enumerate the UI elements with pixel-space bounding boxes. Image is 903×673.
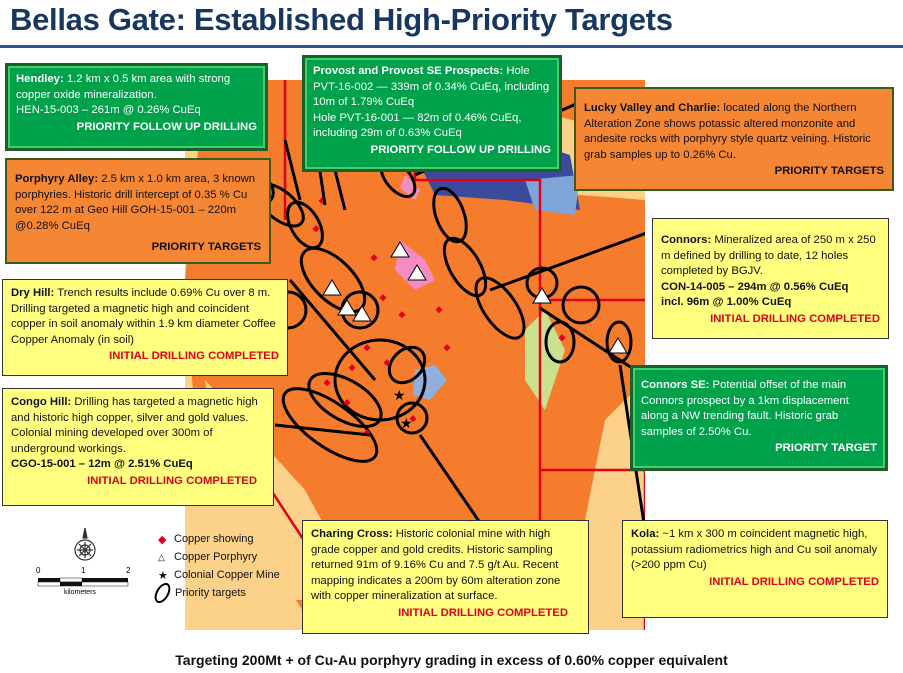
callout-status: INITIAL DRILLING COMPLETED — [709, 575, 879, 588]
callout-name: Connors SE: — [641, 379, 710, 391]
callout-status: PRIORITY TARGETS — [151, 241, 261, 253]
callout-name: Kola: — [631, 528, 660, 540]
callout-name: Porphyry Alley: — [15, 173, 99, 185]
callout-text: 1.2 km x 0.5 km area with strong copper … — [16, 73, 231, 101]
callout-text: ~1 km x 300 m coincident magnetic high, … — [631, 528, 878, 571]
legend-item-copper-showing: ◆ Copper showing — [158, 530, 280, 548]
lucky-valley-callout: Lucky Valley and Charlie: located along … — [574, 87, 894, 191]
callout-result: CGO-15-001 – 12m @ 2.51% CuEq — [11, 458, 193, 470]
porphyry-alley-callout: Porphyry Alley: 2.5 km x 1.0 km area, 3 … — [5, 158, 271, 264]
scale-tick-2: 2 — [126, 566, 131, 575]
callout-name: Congo Hill: — [11, 396, 72, 408]
scale-unit: kilometers — [64, 589, 96, 596]
legend-label: Priority targets — [175, 587, 246, 599]
callout-result: Hole PVT-16-001 — 82m of 0.46% CuEq, inc… — [313, 111, 522, 140]
footer-tagline: Targeting 200Mt + of Cu-Au porphyry grad… — [175, 652, 728, 668]
callout-status: INITIAL DRILLING COMPLETED — [109, 350, 279, 362]
ellipse-icon — [151, 580, 174, 606]
legend-item-priority-targets: Priority targets — [151, 580, 280, 606]
callout-text: 2.5 km x 1.0 km area, 3 known porphyries… — [15, 173, 256, 232]
copper-showing-markers — [312, 197, 566, 437]
scale-tick-1: 1 — [81, 566, 86, 575]
legend-label: Colonial Copper Mine — [174, 569, 280, 581]
connors-se-callout: Connors SE: Potential offset of the main… — [630, 365, 888, 471]
callout-name: Dry Hill: — [11, 287, 55, 299]
connors-callout: Connors: Mineralized area of 250 m x 250… — [652, 218, 889, 339]
title-divider — [0, 45, 903, 48]
svg-text:★: ★ — [400, 415, 413, 431]
hendley-callout: Hendley: 1.2 km x 0.5 km area with stron… — [5, 63, 268, 151]
callout-text: Trench results include 0.69% Cu over 8 m… — [11, 287, 276, 346]
callout-result-detail: incl. 96m @ 1.00% CuEq — [661, 296, 792, 308]
legend-item-copper-porphyry: △ Copper Porphyry — [158, 548, 280, 566]
callout-text: Drilling has targeted a magnetic high an… — [11, 396, 258, 455]
north-arrow-compass-icon — [74, 528, 96, 561]
callout-text: Hole PVT-16-002 — 339m of 0.34% CuEq, in… — [313, 65, 550, 108]
star-icon: ★ — [158, 569, 168, 582]
legend-label: Copper showing — [174, 533, 254, 545]
callout-name: Provost and Provost SE Prospects: — [313, 65, 504, 77]
red-dot-icon: ◆ — [158, 533, 167, 546]
callout-name: Hendley: — [16, 73, 64, 85]
callout-name: Lucky Valley and Charlie: — [584, 102, 721, 114]
triangle-icon: △ — [158, 551, 165, 562]
callout-result: CON-14-005 – 294m @ 0.56% CuEq — [661, 280, 849, 293]
map-legend: ◆ Copper showing △ Copper Porphyry ★ Coloni… — [151, 530, 280, 606]
legend-label: Copper Porphyry — [174, 551, 258, 563]
callout-status: INITIAL DRILLING COMPLETED — [398, 606, 568, 619]
provost-callout: Provost and Provost SE Prospects: Hole P… — [302, 55, 562, 172]
callout-status: INITIAL DRILLING COMPLETED — [87, 474, 257, 487]
colonial-mine-markers: ★★ — [393, 387, 413, 431]
callout-name: Connors: — [661, 234, 712, 246]
callout-text: Mineralized area of 250 m x 250 m define… — [661, 234, 876, 277]
charing-cross-callout: Charing Cross: Historic colonial mine wi… — [302, 520, 589, 634]
dry-hill-callout: Dry Hill: Trench results include 0.69% C… — [2, 279, 288, 376]
callout-status: INITIAL DRILLING COMPLETED — [710, 312, 880, 325]
page-title: Bellas Gate: Established High-Priority T… — [10, 2, 673, 37]
callout-text: Potential offset of the main Connors pro… — [641, 379, 849, 438]
callout-status: PRIORITY FOLLOW UP DRILLING — [76, 120, 257, 133]
copper-porphyry-markers — [322, 241, 628, 354]
callout-status: PRIORITY TARGET — [775, 442, 877, 454]
scale-tick-0: 0 — [36, 566, 41, 575]
legend-item-colonial-mine: ★ Colonial Copper Mine — [158, 566, 280, 584]
callout-name: Charing Cross: — [311, 528, 393, 540]
scale-and-north-arrow — [37, 528, 129, 587]
callout-status: PRIORITY FOLLOW UP DRILLING — [370, 143, 551, 156]
svg-text:★: ★ — [393, 387, 406, 403]
scale-bar — [37, 577, 129, 587]
callout-status: PRIORITY TARGETS — [774, 165, 884, 177]
callout-result: HEN-15-003 – 261m @ 0.26% CuEq — [16, 104, 201, 116]
kola-callout: Kola: ~1 km x 300 m coincident magnetic … — [622, 520, 888, 618]
congo-hill-callout: Congo Hill: Drilling has targeted a magn… — [2, 388, 274, 506]
callout-text: Historic colonial mine with high grade c… — [311, 528, 561, 602]
callout-text: located along the Northern Alteration Zo… — [584, 102, 871, 161]
